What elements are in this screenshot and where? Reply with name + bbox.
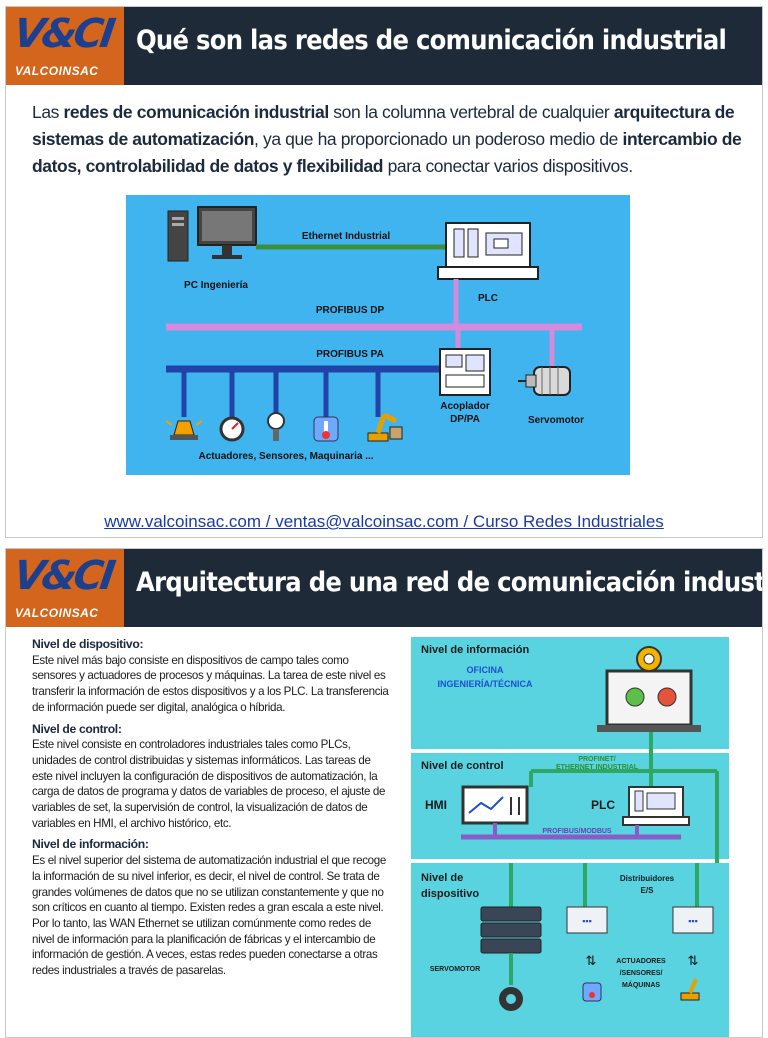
servomotor-label: SERVOMOTOR — [430, 966, 480, 973]
actuators-label-3: MÁQUINAS — [622, 980, 660, 989]
slide-title: Arquitectura de una red de comunicación … — [136, 567, 763, 598]
updown-arrows-icon: ⇅ — [688, 953, 699, 968]
hmi-label: HMI — [425, 798, 447, 812]
profinet-label-2: ETHERNET INDUSTRIAL — [556, 764, 639, 771]
intro-bold: arquitectura de sistemas de automatizaci… — [32, 102, 735, 149]
section-text: Es el nivel superior del sistema de auto… — [32, 854, 386, 978]
svg-text:▪▪▪: ▪▪▪ — [582, 916, 592, 926]
device-level-label-2: dispositivo — [421, 888, 479, 900]
svg-text:▪▪▪: ▪▪▪ — [688, 916, 698, 926]
beacon-icon — [165, 420, 203, 440]
intro-text: son la columna vertebral de cualquier — [328, 102, 614, 122]
gauge-icon — [219, 416, 245, 442]
section-heading: Nivel de dispositivo: — [32, 637, 144, 651]
slide-2: V&CI VALCOINSAC Arquitectura de una red … — [5, 548, 763, 1038]
actuators-label-2: /SENSORES/ — [620, 970, 663, 977]
slide-1: V&CI VALCOINSAC Qué son las redes de com… — [5, 6, 763, 538]
profibus-pa-label: PROFIBUS PA — [316, 349, 384, 360]
hmi-icon — [461, 785, 529, 825]
thermometer-icon — [313, 416, 339, 442]
intro-text: Las — [32, 102, 64, 122]
footer-link[interactable]: www.valcoinsac.com / ventas@valcoinsac.c… — [104, 512, 664, 531]
io-distributor-2-icon: ▪▪▪ — [672, 906, 714, 934]
engineering-label: INGENIERÍA/TÉCNICA — [437, 679, 533, 689]
pressure-sensor-icon — [267, 412, 285, 441]
control-plc-icon — [622, 786, 690, 826]
device-level-label-1: Nivel de — [421, 872, 463, 884]
pa-drop-lines — [181, 369, 381, 417]
architecture-diagram: Nivel de información OFICINA INGENIERÍA/… — [411, 637, 729, 1037]
intro-bold: intercambio de datos, controlabilidad de… — [32, 129, 742, 176]
slide-header: V&CI VALCOINSAC Arquitectura de una red … — [6, 549, 762, 627]
server-icon — [480, 906, 542, 954]
profibus-dp-label: PROFIBUS DP — [316, 305, 385, 316]
logo-mark: V&CI — [10, 11, 116, 57]
updown-arrows-icon: ⇅ — [586, 953, 597, 968]
coupler-label-1: Acoplador — [440, 401, 490, 412]
profinet-label-1: PROFINET/ — [578, 756, 615, 763]
intro-text: para conectar varios dispositivos. — [383, 156, 634, 176]
laptop-gear-icon — [597, 646, 701, 732]
intro-text: , ya que ha proporcionado un poderoso me… — [254, 129, 623, 149]
servomotor-icon — [518, 366, 571, 396]
io-distributor-1-icon: ▪▪▪ — [566, 906, 608, 934]
distributors-label-2: E/S — [641, 886, 655, 895]
robot-arm-icon — [680, 978, 700, 1001]
control-plc-label: PLC — [591, 798, 615, 812]
robot-arm-icon — [367, 412, 403, 442]
logo-name: VALCOINSAC — [15, 64, 99, 78]
intro-bold: redes de comunicación industrial — [63, 102, 329, 122]
pc-label: PC Ingeniería — [184, 280, 248, 291]
plc-icon — [437, 222, 539, 280]
coupler-label-2: DP/PA — [450, 414, 480, 425]
info-level-label: Nivel de información — [421, 644, 529, 656]
logo-mark: V&CI — [10, 553, 116, 599]
logo-name: VALCOINSAC — [15, 606, 99, 620]
devices-label: Actuadores, Sensores, Maquinaria ... — [198, 451, 373, 462]
office-label: OFICINA — [467, 665, 504, 675]
pc-icon — [167, 206, 257, 262]
network-diagram: Ethernet Industrial PC Ingeniería PLC PR… — [126, 195, 630, 475]
coupler-icon — [439, 348, 491, 396]
gear-icon — [499, 987, 523, 1011]
intro-paragraph: Las redes de comunicación industrial son… — [32, 99, 752, 180]
levels-description: Nivel de dispositivo: Este nivel más baj… — [32, 637, 392, 985]
company-logo: V&CI VALCOINSAC — [6, 549, 124, 627]
company-logo: V&CI VALCOINSAC — [6, 7, 124, 85]
section-heading: Nivel de control: — [32, 721, 122, 736]
plc-label: PLC — [478, 293, 498, 304]
section-text: Este nivel más bajo consiste en disposit… — [32, 653, 389, 714]
profibus-label: PROFIBUS/MODBUS — [542, 828, 612, 835]
device-level-panel — [411, 863, 729, 1037]
control-level-label: Nivel de control — [421, 760, 504, 772]
slide-header: V&CI VALCOINSAC Qué son las redes de com… — [6, 7, 762, 85]
actuators-label-1: ACTUADORES — [616, 958, 666, 965]
distributors-label-1: Distribuidores — [620, 874, 675, 883]
slide-title: Qué son las redes de comunicación indust… — [136, 25, 727, 56]
section-text: Este nivel consiste en controladores ind… — [32, 738, 386, 830]
ethernet-label: Ethernet Industrial — [302, 231, 391, 242]
section-heading: Nivel de información: — [32, 837, 149, 852]
thermometer-icon — [582, 982, 602, 1002]
servomotor-label: Servomotor — [528, 415, 584, 426]
